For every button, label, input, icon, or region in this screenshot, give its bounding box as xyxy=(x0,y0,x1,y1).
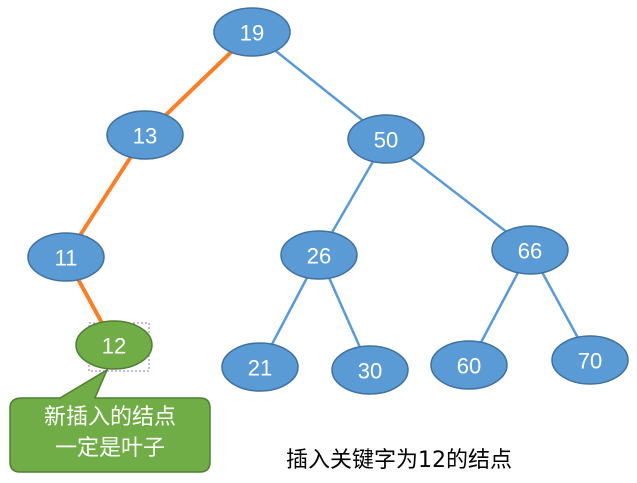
node-ellipse xyxy=(27,232,105,282)
node-label: 70 xyxy=(578,349,602,374)
node-label: 11 xyxy=(55,246,78,271)
callout-line-2: 一定是叶子 xyxy=(54,436,165,461)
node-label: 60 xyxy=(457,354,481,379)
node-ellipse xyxy=(106,110,184,160)
node-ellipse xyxy=(280,230,358,280)
node-ellipse xyxy=(347,114,425,164)
node-ellipse xyxy=(213,7,291,57)
node-label: 12 xyxy=(102,334,126,359)
tree-node-12: 12 xyxy=(75,320,153,370)
node-ellipse xyxy=(331,345,409,395)
node-label: 13 xyxy=(133,124,157,149)
tree-node-60: 60 xyxy=(430,340,508,390)
node-ellipse xyxy=(491,225,569,275)
tree-node-26: 26 xyxy=(280,230,358,280)
tree-node-19: 19 xyxy=(213,7,291,57)
node-label: 66 xyxy=(518,239,542,264)
tree-node-30: 30 xyxy=(331,345,409,395)
node-label: 19 xyxy=(240,21,264,46)
tree-node-50: 50 xyxy=(347,114,425,164)
node-label: 30 xyxy=(358,359,382,384)
node-ellipse xyxy=(551,335,629,385)
tree-node-11: 11 xyxy=(27,232,105,282)
node-ellipse xyxy=(430,340,508,390)
node-label: 21 xyxy=(248,356,272,381)
callout-text: 新插入的结点 一定是叶子 xyxy=(10,398,210,470)
callout-line-1: 新插入的结点 xyxy=(43,405,176,430)
callout-bubble xyxy=(9,368,211,473)
tree-node-21: 21 xyxy=(221,342,299,392)
tree-node-13: 13 xyxy=(106,110,184,160)
caption: 插入关键字为12的结点 xyxy=(286,448,512,473)
tree-node-66: 66 xyxy=(491,225,569,275)
node-ellipse xyxy=(75,320,153,370)
node-ellipse xyxy=(221,342,299,392)
node-label: 50 xyxy=(374,128,398,153)
tree-node-70: 70 xyxy=(551,335,629,385)
node-label: 26 xyxy=(307,244,331,269)
